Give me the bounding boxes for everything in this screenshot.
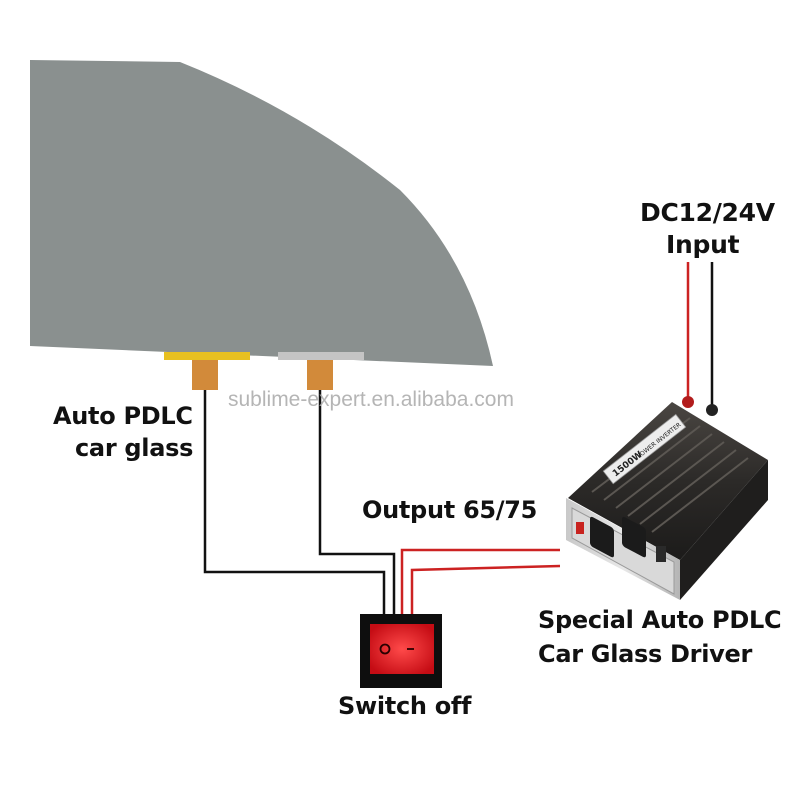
- watermark-text: sublime-expert.en.alibaba.com: [228, 388, 514, 411]
- inverter-label-plate: [602, 413, 687, 485]
- dc-input-label-line1: DC12/24V: [640, 198, 775, 227]
- driver-label-line2: Car Glass Driver: [538, 640, 752, 668]
- output-label: Output 65/75: [362, 496, 538, 524]
- driver-label-line1: Special Auto PDLC: [538, 606, 782, 634]
- inverter-side: [680, 460, 768, 600]
- glass-busbar-left: [164, 352, 250, 360]
- glass-label-line2: car glass: [75, 434, 194, 462]
- glass-connector-right: [307, 360, 333, 390]
- wire-switch-to-driver-2: [410, 564, 561, 616]
- dc-input-black-terminal: [706, 404, 718, 416]
- wire-glass-right-to-switch: [318, 390, 396, 616]
- ac-outlet-2: [622, 516, 646, 558]
- wire-switch-to-driver-1: [400, 548, 560, 616]
- pdlc-driver-inverter: 1500W POWER INVERTER: [566, 402, 768, 600]
- glass-label-line1: Auto PDLC: [53, 402, 193, 430]
- glass-connector-left: [192, 360, 218, 390]
- car-glass-panel: [30, 60, 493, 366]
- dc-input-label-line2: Input: [666, 230, 740, 259]
- ac-outlet-1: [590, 516, 614, 558]
- usb-port: [656, 546, 666, 562]
- power-switch-small: [576, 522, 584, 534]
- glass-busbar-right: [278, 352, 364, 360]
- switch-label: Switch off: [338, 692, 472, 720]
- wire-glass-left-to-switch: [203, 390, 386, 616]
- inverter-top: [568, 402, 768, 560]
- dc-input-red-terminal: [682, 396, 694, 408]
- rocker-switch: [360, 614, 442, 688]
- switch-off-symbol: [379, 643, 391, 655]
